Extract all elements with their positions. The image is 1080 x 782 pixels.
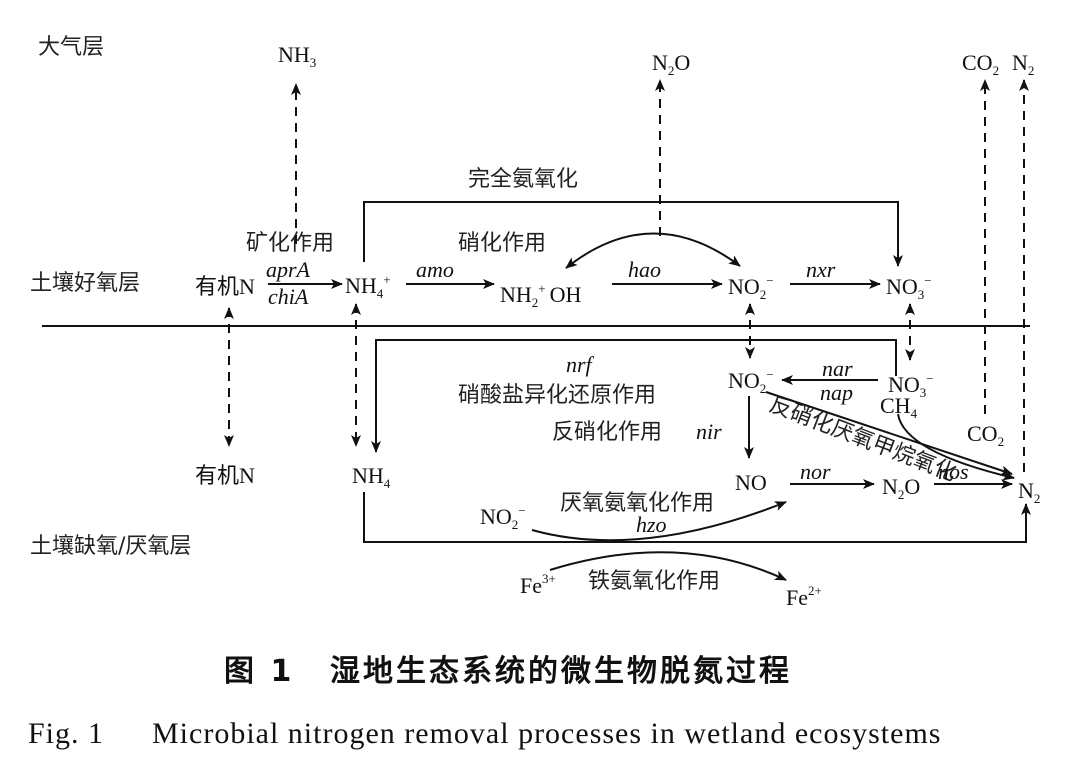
- nitrification-cycle-arrow: [565, 232, 741, 269]
- feammox-label: 铁氨氧化作用: [588, 569, 720, 594]
- caption-en-title: Microbial nitrogen removal processes in …: [152, 717, 941, 750]
- anoxic-soil-layer-label: 土壤缺氧/厌氧层: [30, 534, 191, 559]
- no-label: NO: [735, 470, 767, 495]
- damo-label: 反硝化厌氧甲烷氧化: [766, 392, 960, 486]
- enzyme-nir-label: nir: [696, 419, 722, 444]
- enzyme-nar-label: nar: [822, 356, 853, 381]
- ch4-oxidation-arrow: [897, 413, 1015, 481]
- organic-n-lower-label: 有机N: [195, 463, 255, 488]
- nitrification-label: 硝化作用: [458, 231, 546, 256]
- enzyme-nrf-label: nrf: [566, 352, 595, 377]
- dnra-label: 硝酸盐异化还原作用: [458, 383, 656, 408]
- enzyme-chia-label: chiA: [268, 284, 309, 309]
- caption-cn-title: 湿地生态系统的微生物脱氮过程: [330, 654, 792, 689]
- no2-anammox-label: NO2−: [480, 503, 526, 532]
- feammox-arrow: [549, 551, 787, 581]
- enzyme-amo-label: amo: [416, 257, 454, 282]
- enzyme-nxr-label: nxr: [806, 257, 836, 282]
- organic-n-upper-label: 有机N: [195, 274, 255, 299]
- enzyme-hzo-label: hzo: [636, 512, 667, 537]
- co2-lower-label: CO2: [967, 421, 1004, 449]
- dnra-arrow: [371, 339, 897, 453]
- comammox-arrow: [363, 201, 903, 267]
- aerobic-soil-layer-label: 土壤好氧层: [30, 271, 140, 296]
- n2-top-label: N2: [1012, 50, 1034, 78]
- no3-upper-label: NO3−: [886, 273, 932, 302]
- nh3-label: NH3: [278, 42, 316, 70]
- no3-lower-label: NO3−: [888, 371, 934, 400]
- nh4-lower-label: NH4: [352, 463, 391, 491]
- enzyme-hao-label: hao: [628, 257, 661, 282]
- nh4-to-n2-arrow: [363, 492, 1031, 543]
- n2-lower-label: N2: [1018, 478, 1040, 506]
- mineralization-label: 矿化作用: [246, 231, 334, 256]
- fe3-label: Fe3+: [520, 571, 556, 598]
- nh4-upper-label: NH4+: [345, 272, 391, 301]
- atmosphere-layer-label: 大气层: [38, 35, 104, 60]
- denitrification-label: 反硝化作用: [552, 420, 662, 445]
- co2-top-label: CO2: [962, 50, 999, 78]
- caption-cn-label: 图 1: [224, 654, 294, 689]
- ch4-label: CH4: [880, 393, 918, 421]
- enzyme-nor-label: nor: [800, 459, 831, 484]
- no2-upper-label: NO2−: [728, 273, 774, 302]
- anammox-arrow: [531, 501, 787, 542]
- n2o-top-label: N2O: [652, 50, 690, 78]
- damo-arrow: [765, 391, 1013, 476]
- anammox-label: 厌氧氨氧化作用: [560, 491, 714, 516]
- n2o-lower-label: N2O: [882, 474, 920, 502]
- caption-en-label: Fig. 1: [28, 717, 104, 750]
- fe2-label: Fe2+: [786, 583, 822, 610]
- enzyme-apra-label: aprA: [266, 257, 311, 282]
- enzyme-nap-label: nap: [820, 380, 853, 405]
- nh2oh-label: NH2+OH: [500, 281, 582, 310]
- no2-lower-label: NO2−: [728, 367, 774, 396]
- comammox-label: 完全氨氧化: [468, 167, 578, 192]
